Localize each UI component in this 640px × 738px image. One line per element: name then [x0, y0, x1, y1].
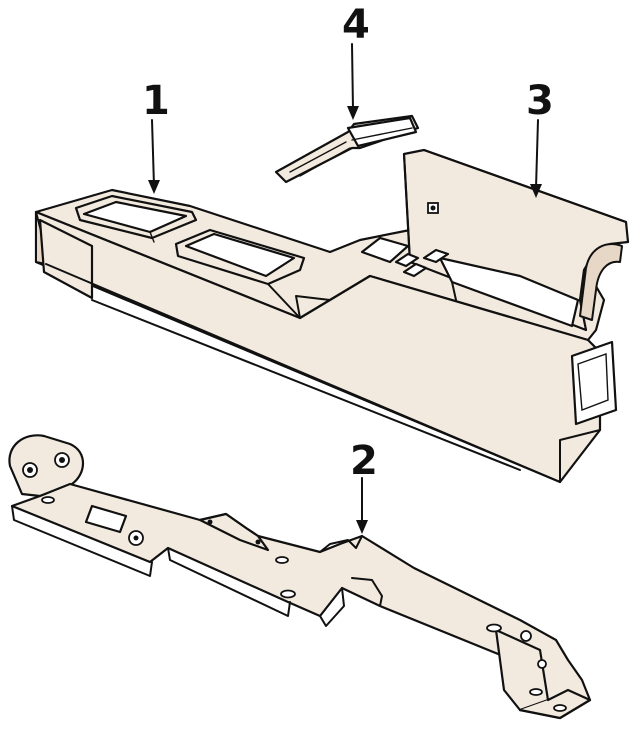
callout-4: 4	[342, 2, 370, 48]
callout-2: 2	[350, 438, 378, 484]
part-3-armrest-bin	[360, 148, 630, 483]
part-2-bracket	[8, 434, 592, 720]
part-4-lid	[274, 114, 420, 184]
callout-3: 3	[526, 78, 554, 124]
callout-1: 1	[142, 78, 170, 124]
part-1-console	[34, 188, 606, 484]
callout-leaders	[148, 43, 542, 534]
